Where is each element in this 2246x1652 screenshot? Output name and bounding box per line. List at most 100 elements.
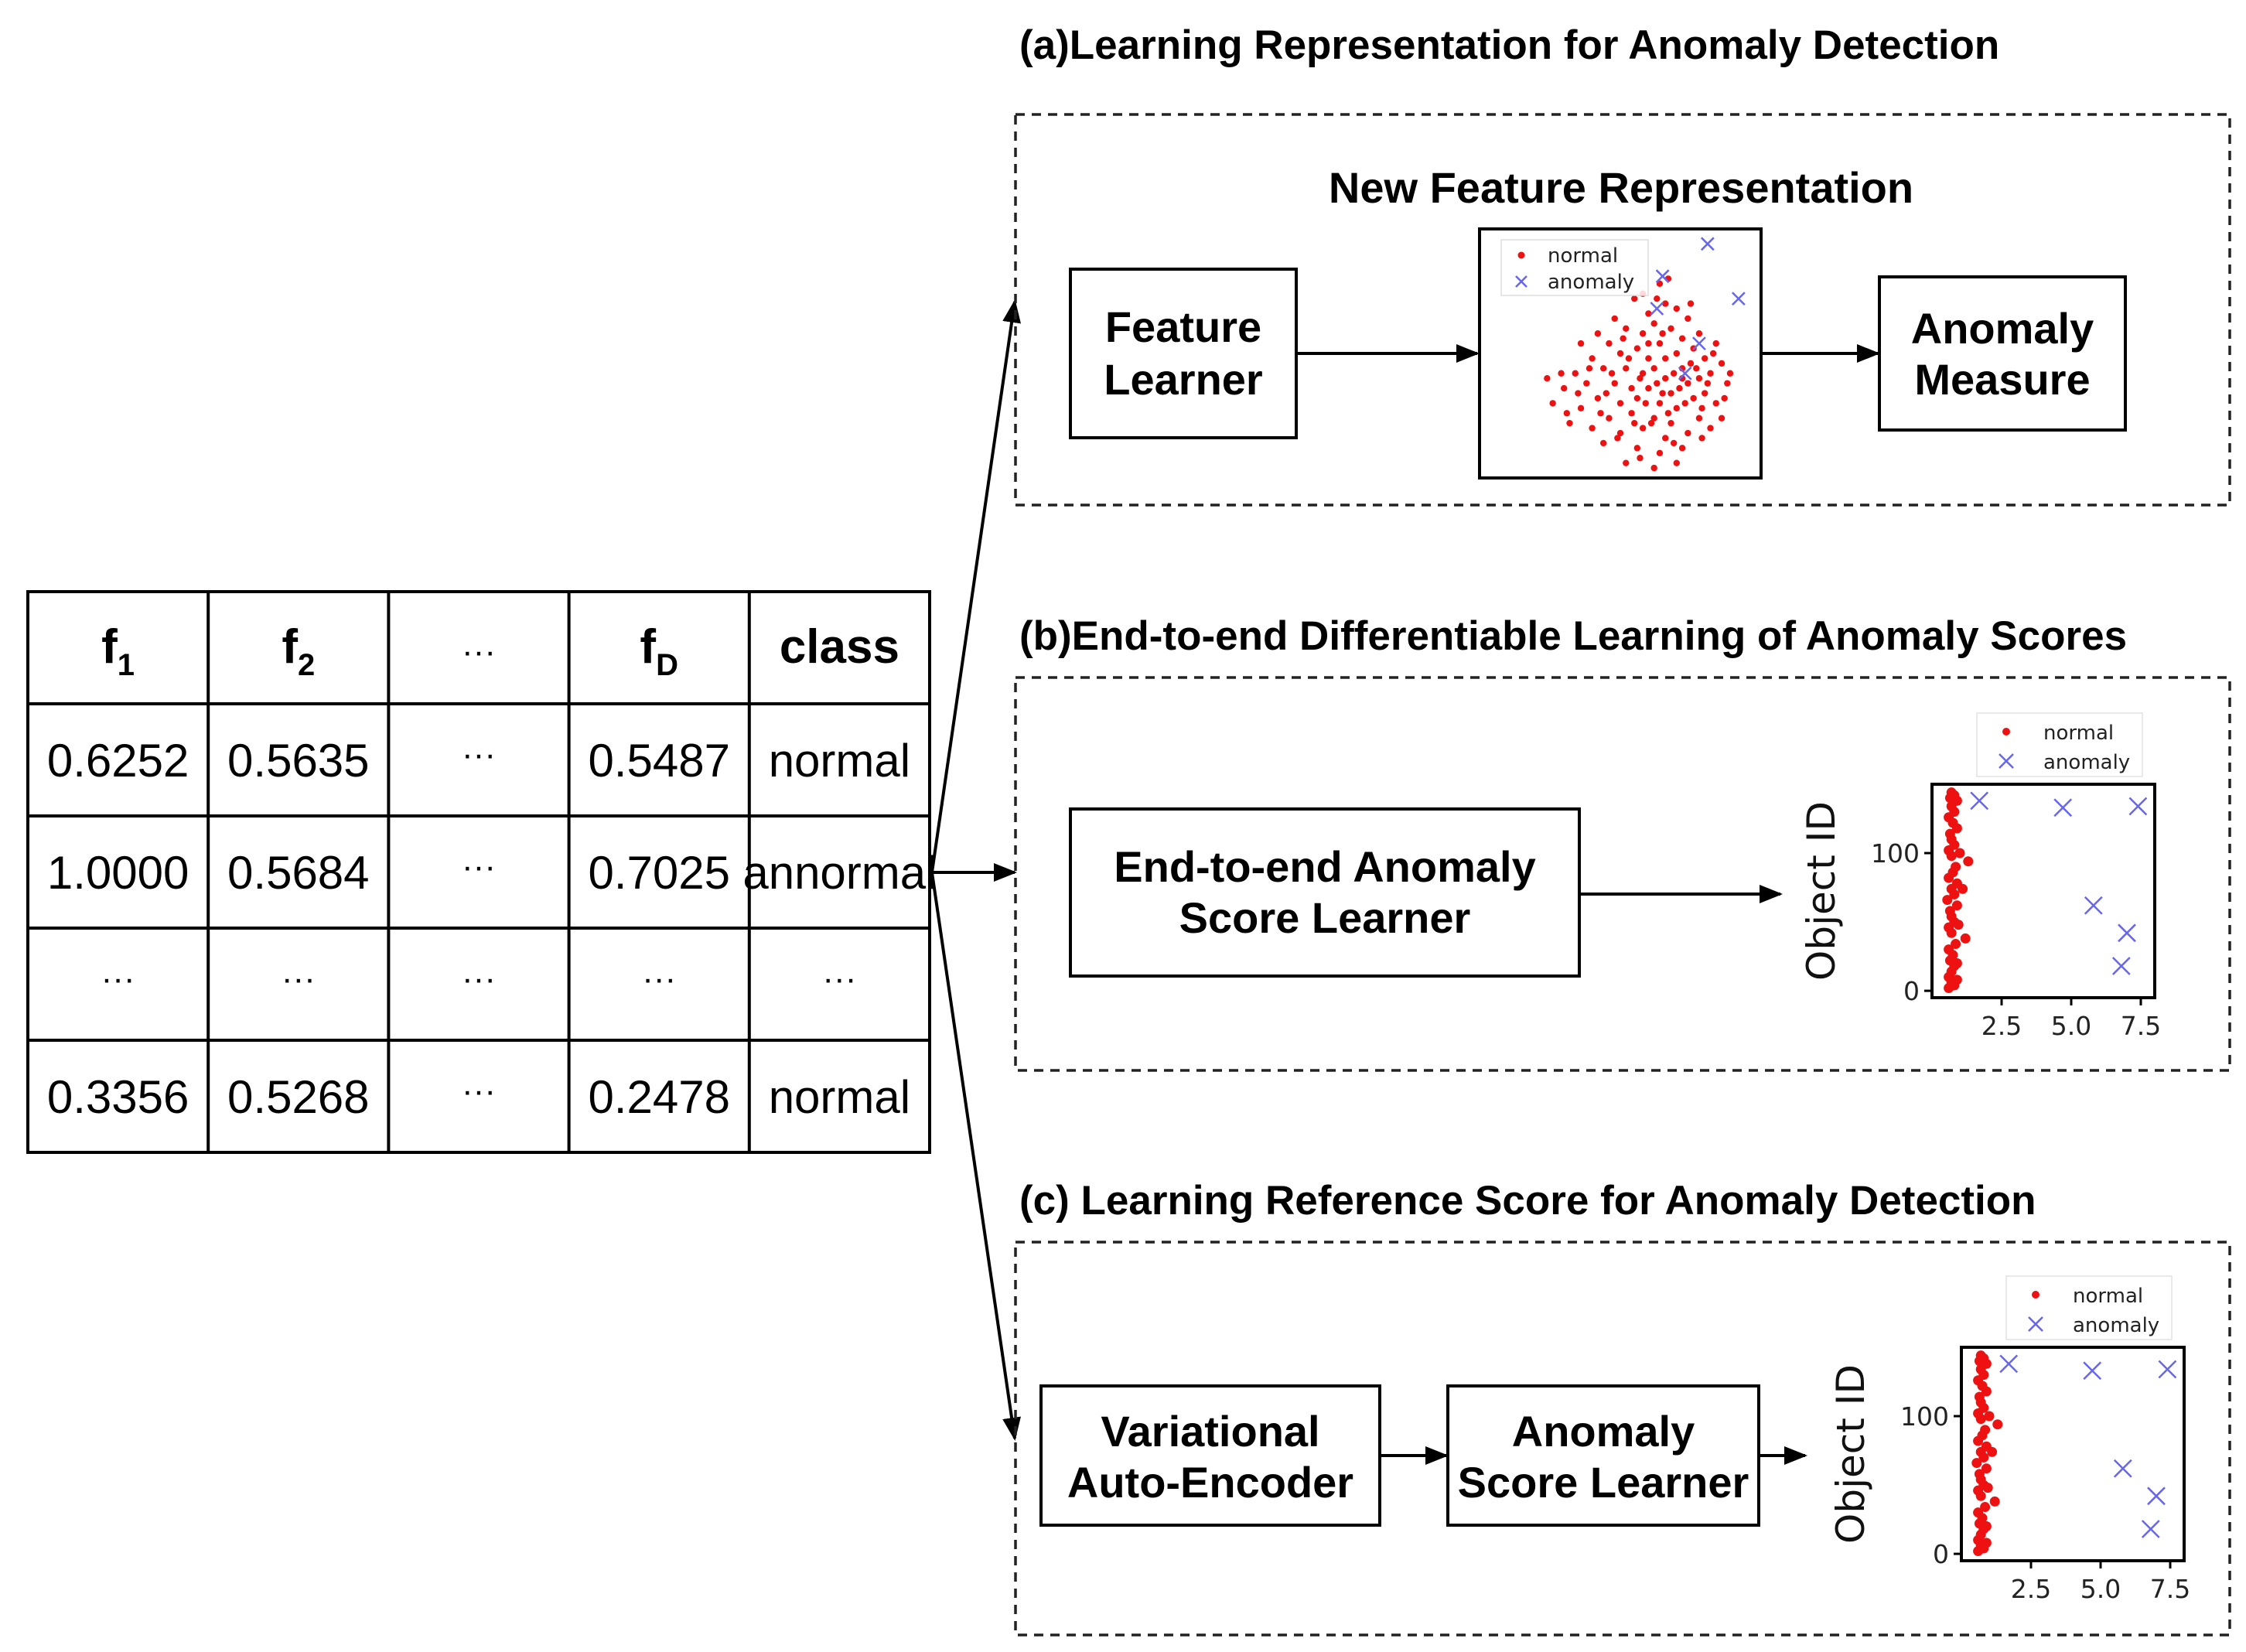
normal-point xyxy=(1594,330,1602,337)
normal-point xyxy=(1695,330,1703,337)
normal-point xyxy=(1650,464,1657,472)
normal-point xyxy=(1606,340,1613,347)
normal-point xyxy=(1981,1463,1992,1474)
table-cell: ··· xyxy=(101,960,135,998)
normal-point xyxy=(1695,375,1703,382)
table-cell: ··· xyxy=(462,960,496,998)
normal-point xyxy=(1667,325,1674,332)
normal-point xyxy=(1667,419,1674,427)
normal-point xyxy=(1616,400,1624,407)
normal-point xyxy=(1650,365,1657,372)
normal-point xyxy=(1702,355,1708,362)
normal-point xyxy=(1975,1350,1986,1361)
legend-normal-label: normal xyxy=(1548,244,1618,268)
normal-point xyxy=(1603,390,1609,397)
anomaly-point xyxy=(1999,1354,2019,1374)
normal-point xyxy=(2002,728,2010,736)
normal-point xyxy=(1589,355,1596,362)
plot-axes xyxy=(1930,783,2156,999)
score-learner-label-line2: Score Learner xyxy=(1458,1458,1749,1507)
normal-point xyxy=(1631,419,1638,427)
normal-point xyxy=(1981,1538,1992,1548)
x-tick-label: 2.5 xyxy=(2011,1574,2051,1604)
anomaly-point xyxy=(2128,797,2148,816)
y-tick-label: 100 xyxy=(1900,1401,1949,1432)
normal-point xyxy=(1647,419,1655,427)
normal-point xyxy=(1678,445,1686,452)
anomaly-point xyxy=(1515,275,1527,288)
normal-point xyxy=(1656,340,1664,347)
normal-point xyxy=(1676,384,1683,392)
normal-point xyxy=(1620,335,1626,342)
table-cell: 0.3356 xyxy=(47,1071,189,1123)
table-cell: ··· xyxy=(462,736,496,773)
table-cell: 0.5487 xyxy=(588,735,730,787)
anomaly-measure-label-line1: Anomaly xyxy=(1911,304,2094,353)
normal-point xyxy=(1673,350,1680,357)
y-tick-label: 100 xyxy=(1871,838,1920,869)
normal-point xyxy=(1724,380,1731,387)
normal-point xyxy=(1946,787,1957,798)
normal-point xyxy=(1575,390,1582,397)
x-tick-label: 2.5 xyxy=(1981,1011,2022,1041)
table-header-subscript: 1 xyxy=(118,648,135,682)
table-cell: 0.5684 xyxy=(227,847,370,899)
normal-point xyxy=(1594,394,1602,402)
legend-frame xyxy=(1976,712,2143,777)
arrow-to-section-a xyxy=(930,299,1022,873)
normal-point xyxy=(1544,375,1551,382)
x-tick-label: 7.5 xyxy=(2121,1011,2161,1041)
table-cell: 0.5268 xyxy=(227,1071,370,1123)
normal-point xyxy=(1606,415,1613,422)
normal-point xyxy=(1707,370,1714,377)
normal-point xyxy=(1623,459,1630,466)
section-b: (b)End-to-end Differentiable Learning of… xyxy=(1014,613,2231,1072)
table-cell: 0.2478 xyxy=(588,1071,730,1123)
anomaly-measure-box xyxy=(1878,275,2127,432)
normal-point xyxy=(1654,295,1661,302)
normal-point xyxy=(1690,394,1697,402)
anomaly-point xyxy=(2111,957,2131,975)
normal-point xyxy=(1951,957,1962,968)
legend-anomaly-label: anomaly xyxy=(2043,751,2130,774)
table-grid xyxy=(28,592,930,1152)
anomaly-point xyxy=(1692,336,1706,351)
normal-point xyxy=(1662,435,1669,442)
y-axis-label: Object ID xyxy=(1799,801,1844,981)
normal-point xyxy=(1951,974,1962,985)
normal-point xyxy=(1944,906,1955,916)
normal-point xyxy=(1623,325,1630,332)
legend-frame xyxy=(2005,1275,2173,1340)
normal-point xyxy=(1684,429,1691,437)
normal-point xyxy=(1561,384,1568,392)
normal-point xyxy=(1662,375,1669,382)
normal-point xyxy=(1637,455,1644,462)
anomaly-point xyxy=(1700,237,1715,251)
normal-point xyxy=(1670,370,1678,377)
normal-point xyxy=(1974,1391,1985,1402)
anomaly-point xyxy=(1999,753,2014,769)
anomaly-point xyxy=(2084,896,2103,915)
normal-point xyxy=(1670,439,1678,447)
normal-point xyxy=(1577,404,1585,412)
y-tick-label: 0 xyxy=(1903,976,1920,1006)
normal-point xyxy=(1645,310,1652,317)
vae-box xyxy=(1039,1384,1381,1527)
end-to-end-learner-box xyxy=(1069,807,1581,978)
section-a-title: (a)Learning Representation for Anomaly D… xyxy=(1019,22,1999,68)
x-tick-label: 5.0 xyxy=(2051,1011,2091,1041)
normal-point xyxy=(1628,410,1635,417)
normal-point xyxy=(1611,315,1618,323)
table-header-subscript: D xyxy=(656,648,678,682)
normal-point xyxy=(1659,390,1666,397)
normal-point xyxy=(1608,370,1616,377)
normal-point xyxy=(1650,415,1657,422)
normal-point xyxy=(1645,384,1652,392)
table-cell: 0.6252 xyxy=(47,735,189,787)
anomaly-point xyxy=(2028,1316,2043,1332)
table-header-cell: ··· xyxy=(462,633,496,671)
y-tick-label: 0 xyxy=(1933,1539,1949,1569)
